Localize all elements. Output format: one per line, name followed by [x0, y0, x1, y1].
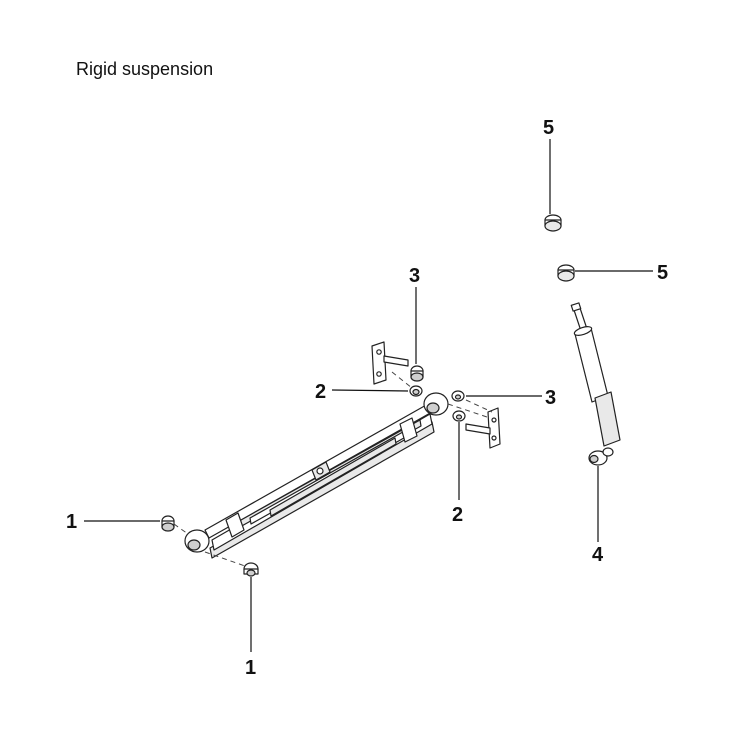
dash-shackle-c [465, 399, 493, 413]
leaf-spring [184, 392, 449, 559]
callout-2-left: 2 [315, 381, 326, 403]
shackle-washer-right-upper [451, 390, 465, 402]
callout-1-left: 1 [66, 511, 77, 533]
callout-3-top: 3 [409, 265, 420, 287]
callout-5-top: 5 [543, 117, 554, 139]
callout-5-right: 5 [657, 262, 668, 284]
dash-front-lower [204, 551, 246, 567]
shackle-plate-upper [371, 341, 409, 385]
callout-2-bottom: 2 [452, 504, 463, 526]
front-bushing-upper [161, 515, 175, 532]
shackle-bushing-mid [409, 385, 423, 397]
shackle-plate-lower [465, 407, 501, 449]
shackle-washer-right-lower [452, 410, 466, 422]
dash-shackle-b [447, 403, 491, 419]
shock-absorber [570, 302, 621, 466]
shackle-bushing-upper [410, 365, 424, 382]
front-bushing-lower [243, 562, 259, 577]
shock-top-bushing-upper [544, 214, 562, 232]
callout-1-bottom: 1 [245, 657, 256, 679]
diagram-title: Rigid suspension [76, 59, 214, 79]
dash-shackle-a [391, 371, 413, 389]
leader-2-left [331, 389, 409, 392]
shock-top-bushing-lower [557, 264, 575, 282]
dash-front-upper [173, 523, 189, 535]
callout-4: 4 [592, 544, 604, 566]
callout-3-right: 3 [545, 387, 556, 409]
